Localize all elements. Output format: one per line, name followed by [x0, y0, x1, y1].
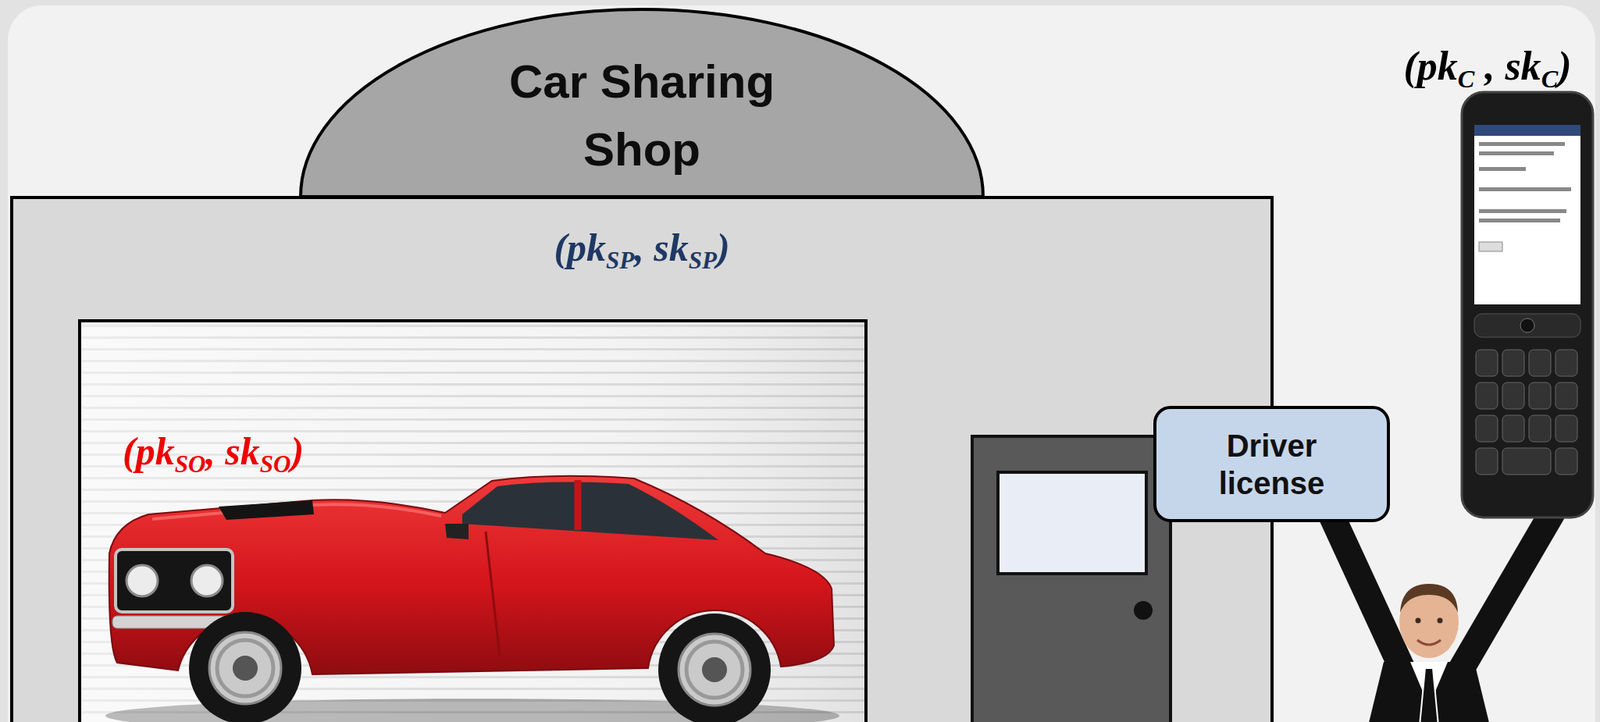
phone-screen [1474, 124, 1581, 305]
phone-keyboard [1475, 349, 1578, 475]
rim-ring [686, 641, 743, 699]
key-part: , [634, 225, 654, 270]
key-part: pk [566, 225, 606, 270]
torso [1368, 662, 1490, 722]
license-text: Driver license [1182, 427, 1362, 503]
smartphone [1461, 92, 1593, 518]
phone-buttons [1474, 313, 1581, 338]
tie [1419, 668, 1439, 722]
screen-line [1478, 167, 1526, 172]
key-part: ( [122, 429, 136, 474]
screen-bar [1474, 124, 1581, 136]
car-window [462, 482, 719, 541]
red-car [105, 476, 840, 722]
mouth [1417, 640, 1441, 645]
key-part: ( [553, 225, 567, 270]
key-subscript: C [1541, 64, 1559, 93]
provider-key-pair: (pkSP, skSP) [553, 225, 730, 271]
key-subscript: SP [605, 246, 635, 275]
screen-line [1478, 151, 1554, 156]
tire [658, 613, 771, 722]
trackpad [1520, 318, 1535, 333]
key-part: , [1474, 43, 1505, 89]
rear-wheel [658, 613, 771, 722]
garage-shutter [78, 319, 868, 722]
rim [209, 632, 282, 705]
car-pillar [574, 480, 582, 531]
screen-line [1478, 142, 1565, 147]
driver-license-sign: Driver license [1153, 406, 1390, 523]
front-wheel [188, 612, 302, 722]
key-part: pk [135, 429, 175, 474]
key-part: ) [1557, 43, 1572, 89]
shop-building: (pkSP, skSP)(pkSO, skSO) [10, 195, 1274, 722]
key-part: ) [290, 429, 304, 474]
headlight [191, 565, 223, 597]
key-part: , [205, 429, 225, 474]
shop-door [972, 436, 1171, 722]
key-part: ( [1404, 43, 1418, 89]
hood-scoop [218, 500, 314, 521]
right-arm [1457, 507, 1556, 677]
left-arm [1331, 515, 1406, 677]
car-grille [115, 549, 233, 613]
garage-shade [78, 319, 868, 722]
roof-shape [300, 9, 984, 197]
garage-door: (pkSO, skSO) [78, 319, 868, 722]
door-window [997, 472, 1147, 574]
key-part: pk [1417, 43, 1458, 89]
owner-key-pair: (pkSO, skSO) [122, 429, 304, 475]
screen-button [1478, 242, 1503, 252]
tire [188, 612, 302, 722]
screen-line [1478, 209, 1567, 214]
key-part: sk [653, 225, 688, 270]
headlight [126, 565, 158, 597]
key-subscript: SO [174, 450, 207, 478]
eye [1437, 618, 1444, 624]
screen-line [1478, 218, 1561, 223]
hub [702, 657, 727, 683]
side-mirror [445, 523, 469, 540]
key-part: sk [1504, 43, 1541, 89]
key-part: ) [716, 225, 731, 270]
door-line [485, 531, 500, 657]
hub [232, 655, 258, 681]
key-subscript: C [1457, 64, 1476, 93]
key-subscript: SO [260, 450, 292, 478]
hair [1400, 584, 1458, 613]
key-part: sk [224, 429, 260, 474]
key-subscript: SP [688, 246, 717, 275]
eye [1415, 618, 1422, 624]
rim-ring [217, 640, 274, 697]
shop-title: Car Sharing Shop [473, 47, 810, 184]
door-knob [1133, 601, 1153, 621]
rim [678, 634, 751, 706]
customer-key-pair: (pkC , skC) [1404, 42, 1572, 90]
screen-line [1478, 187, 1572, 192]
shop-roof: Car Sharing Shop [299, 7, 985, 197]
phone-body [1461, 92, 1593, 518]
